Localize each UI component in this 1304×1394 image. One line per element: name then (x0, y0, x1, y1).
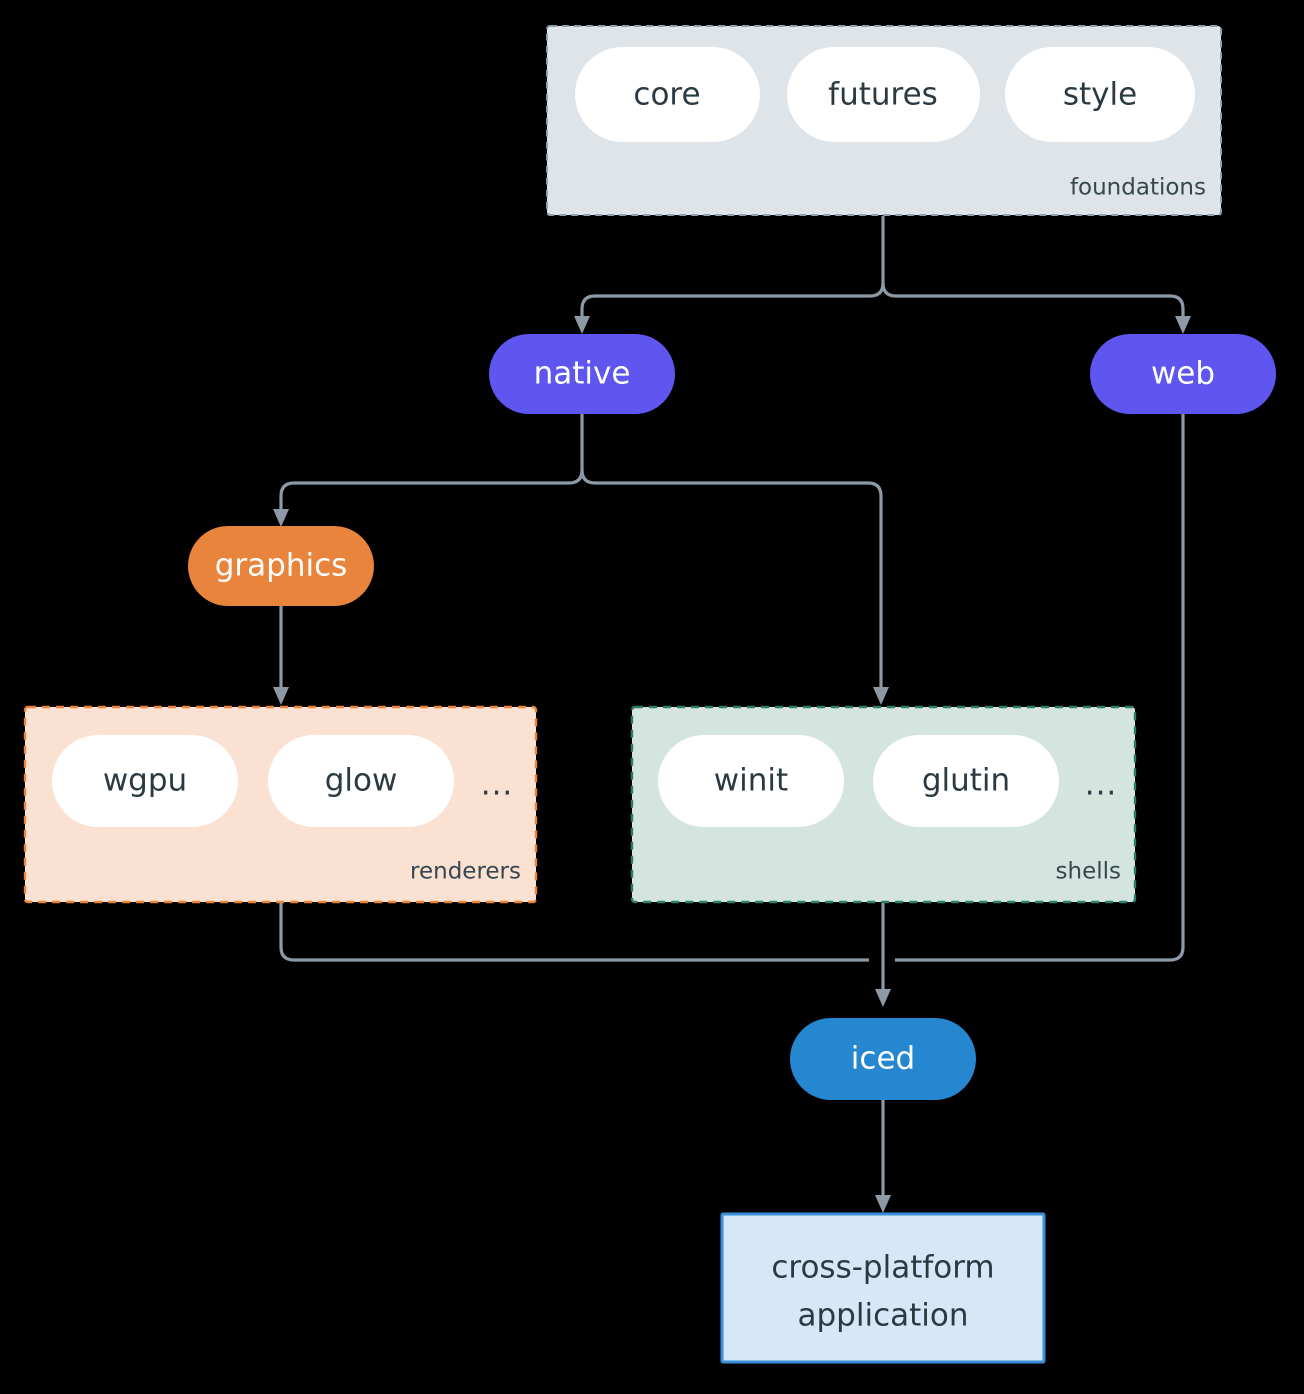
node-iced-label: iced (851, 1041, 915, 1077)
node-iced[interactable]: iced (790, 1018, 976, 1100)
arrowhead-web (1175, 316, 1191, 334)
node-core[interactable]: core (575, 47, 760, 142)
node-style[interactable]: style (1005, 47, 1195, 142)
node-glow[interactable]: glow (268, 735, 454, 827)
group-shells[interactable]: winit glutin ... shells (630, 705, 1137, 904)
node-native[interactable]: native (489, 334, 675, 414)
node-core-label: core (633, 77, 700, 113)
group-foundations[interactable]: core futures style foundations (546, 25, 1222, 216)
node-glutin-shape (873, 735, 1059, 827)
arrowhead-renderers (273, 687, 289, 705)
node-application-label-line1: cross-platform (771, 1250, 994, 1286)
node-glutin[interactable]: glutin (873, 735, 1059, 827)
node-graphics-label: graphics (215, 548, 348, 584)
arrowhead-native (574, 316, 590, 334)
node-glow-shape (268, 735, 454, 827)
group-shells-label: shells (1056, 859, 1121, 885)
node-futures-shape (787, 47, 980, 142)
node-wgpu-label: wgpu (103, 763, 187, 799)
node-glow-label: glow (325, 763, 398, 799)
node-wgpu[interactable]: wgpu (52, 735, 238, 827)
node-graphics[interactable]: graphics (188, 526, 374, 606)
node-application[interactable]: cross-platform application (720, 1212, 1046, 1364)
node-winit[interactable]: winit (658, 735, 844, 827)
edge-layer (273, 216, 1191, 1213)
group-renderers[interactable]: wgpu glow ... renderers (23, 705, 538, 904)
arrowhead-iced (875, 989, 891, 1007)
edge-iced-to-application (875, 1100, 891, 1213)
node-application-label-line2: application (798, 1298, 969, 1334)
edge-native-to-children (273, 414, 889, 705)
node-web-shape (1090, 334, 1276, 414)
node-iced-shape (790, 1018, 976, 1100)
node-futures-label: futures (828, 77, 938, 113)
group-foundations-label: foundations (1070, 175, 1206, 201)
arrowhead-application (875, 1195, 891, 1213)
node-style-shape (1005, 47, 1195, 142)
node-wgpu-shape (52, 735, 238, 827)
group-renderers-label: renderers (410, 859, 521, 885)
node-native-label: native (534, 356, 631, 392)
node-style-label: style (1063, 77, 1137, 113)
arrowhead-graphics (273, 509, 289, 527)
edge-merge-to-iced (279, 414, 1185, 1007)
node-core-shape (575, 47, 760, 142)
node-graphics-shape (188, 526, 374, 606)
node-shells-more-label: ... (1085, 767, 1118, 803)
edge-foundations-to-platforms (574, 216, 1191, 334)
node-application-shape (720, 1212, 1046, 1364)
node-winit-shape (658, 735, 844, 827)
node-renderers-more-label: ... (481, 767, 514, 803)
node-glutin-label: glutin (922, 763, 1010, 799)
node-web[interactable]: web (1090, 334, 1276, 414)
node-web-label: web (1151, 356, 1215, 392)
arrowhead-shells (873, 687, 889, 705)
node-futures[interactable]: futures (787, 47, 980, 142)
edge-graphics-to-renderers (273, 606, 289, 705)
node-winit-label: winit (714, 763, 788, 799)
node-native-shape (489, 334, 675, 414)
